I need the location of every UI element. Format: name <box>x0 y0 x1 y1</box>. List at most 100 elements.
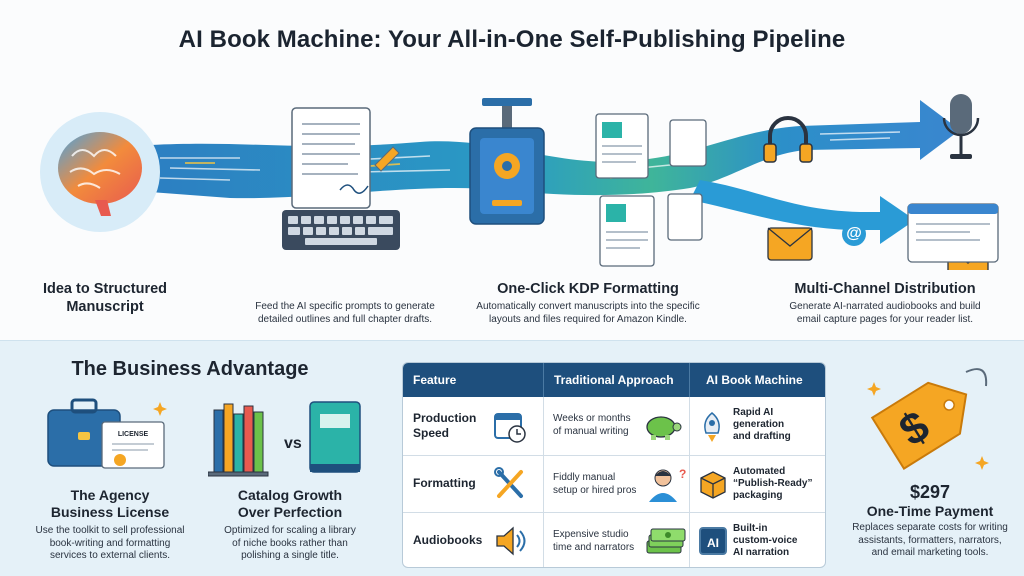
formatted-pages-icon <box>595 113 707 267</box>
kdp-press-icon <box>469 98 545 225</box>
comparison-table: Feature Traditional Approach AI Book Mac… <box>402 362 826 568</box>
price-tag-icon: $ <box>867 368 989 471</box>
step2-desc-line2: layouts and files required for Amazon Ki… <box>489 314 687 325</box>
brain-icon <box>40 112 160 232</box>
feature-line: Speed <box>413 426 450 440</box>
briefcase-license-icon: LICENSE <box>47 398 167 469</box>
step1-desc-line1: Feed the AI specific prompts to generate <box>255 301 435 312</box>
ai-cell: Automated “Publish-Ready” packaging <box>733 466 812 502</box>
agency-license-title: The Agency Business License <box>20 487 200 521</box>
step1-title: Idea to Structured Manuscript <box>20 280 190 316</box>
catalog-desc-line3: polishing a single title. <box>241 550 339 561</box>
speaker-icon <box>496 526 526 556</box>
turtle-icon <box>646 416 682 440</box>
table-row: Production Speed Weeks or months of manu… <box>403 397 825 455</box>
header-traditional: Traditional Approach <box>543 363 689 397</box>
ai-cell: Rapid AI generation and drafting <box>733 407 791 443</box>
catalog-desc-line1: Optimized for scaling a library <box>224 525 356 536</box>
landing-page-icon <box>907 203 999 263</box>
email-at-icon: @ <box>842 222 866 246</box>
step1-title-line2: Manuscript <box>66 299 144 315</box>
advantage-heading: The Business Advantage <box>71 358 309 380</box>
wrench-screwdriver-icon <box>494 467 523 498</box>
confused-person-icon: ? <box>649 467 686 502</box>
ai-line: Rapid AI <box>733 407 774 418</box>
step3-desc-line2: email capture pages for your reader list… <box>796 314 974 325</box>
traditional-cell: Fiddly manual setup or hired pros <box>553 472 636 497</box>
microphone-icon <box>942 94 980 159</box>
agency-title-line1: The Agency <box>70 487 150 503</box>
feature-cell: Formatting <box>413 476 476 490</box>
ai-line: custom-voice <box>733 535 798 546</box>
catalog-title-line2: Over Perfection <box>237 504 343 520</box>
ai-line: Automated <box>733 466 786 477</box>
column-divider <box>543 397 544 567</box>
price-desc-line3: and email marketing tools. <box>871 547 989 558</box>
header-feature: Feature <box>413 373 457 387</box>
ai-line: and drafting <box>733 431 791 442</box>
ai-line: packaging <box>733 490 783 501</box>
price-label: One-Time Payment <box>866 503 994 519</box>
step2-desc-line1: Automatically convert manuscripts into t… <box>476 301 700 312</box>
step3-desc: Generate AI-narrated audiobooks and buil… <box>760 300 1010 326</box>
column-divider <box>689 397 690 567</box>
ai-chip-icon: AI <box>699 527 727 555</box>
feature-line: Production <box>413 411 477 425</box>
traditional-line: Fiddly manual <box>553 472 616 483</box>
traditional-line: time and narrators <box>553 541 635 553</box>
step2-desc: Automatically convert manuscripts into t… <box>458 300 718 326</box>
svg-text:?: ? <box>679 467 686 481</box>
page-title: AI Book Machine: Your All-in-One Self-Pu… <box>178 26 846 53</box>
price-desc-line2: assistants, formatters, narrators, <box>858 534 1002 546</box>
price-desc-line1: Replaces separate costs for writing <box>852 522 1008 533</box>
manuscript-icon <box>291 107 400 209</box>
step1-title-line1: Idea to Structured <box>42 281 168 297</box>
step1-desc-line2: detailed outlines and full chapter draft… <box>258 314 432 325</box>
books-stack-icon <box>208 403 269 477</box>
traditional-line: setup or hired pros <box>553 484 637 496</box>
ai-cell: Built-in custom-voice AI narration <box>733 523 797 559</box>
svg-text:LICENSE: LICENSE <box>118 431 149 438</box>
main-pipe <box>150 100 960 199</box>
books-vs-book-icon: vs <box>208 401 361 477</box>
step3-desc-line1: Generate AI-narrated audiobooks and buil… <box>789 301 981 312</box>
price-value: $297 <box>909 482 951 502</box>
keyboard-icon <box>282 210 400 250</box>
rocket-icon <box>704 412 720 442</box>
ai-line: AI narration <box>733 547 790 558</box>
ai-line: Built-in <box>733 523 768 534</box>
catalog-growth-desc: Optimized for scaling a library of niche… <box>200 525 380 563</box>
pipeline-illustration <box>40 94 999 270</box>
table-row: Formatting Fiddly manual setup or hired … <box>403 455 825 512</box>
single-book-icon <box>309 401 361 473</box>
data-pipe <box>150 100 960 244</box>
headphones-icon <box>763 116 813 163</box>
feature-cell: Production Speed <box>413 411 476 441</box>
certificate-icon <box>101 421 165 469</box>
header-ai-book-machine: AI Book Machine <box>689 363 825 397</box>
ai-line: “Publish-Ready” <box>733 478 813 489</box>
table-row: Audiobooks Expensive studio time and nar… <box>403 512 825 567</box>
catalog-desc-line2: of niche books rather than <box>232 537 348 549</box>
agency-title-line2: Business License <box>50 504 170 520</box>
calendar-clock-icon <box>494 413 526 443</box>
package-box-icon <box>700 471 726 499</box>
step1-desc: Feed the AI specific prompts to generate… <box>220 300 470 326</box>
price-desc: Replaces separate costs for writing assi… <box>835 522 1024 560</box>
traditional-cell: Expensive studio time and narrators <box>553 529 634 554</box>
step3-title: Multi-Channel Distribution <box>794 281 976 297</box>
agency-license-desc: Use the toolkit to sell professional boo… <box>15 525 205 563</box>
catalog-growth-title: Catalog Growth Over Perfection <box>200 487 380 521</box>
catalog-title-line1: Catalog Growth <box>237 487 343 503</box>
agency-desc-line2: book-writing and formatting <box>49 537 171 549</box>
traditional-cell: Weeks or months of manual writing <box>553 413 631 438</box>
ai-line: generation <box>733 419 785 430</box>
table-header: Feature Traditional Approach AI Book Mac… <box>403 363 825 397</box>
step2-title: One-Click KDP Formatting <box>497 281 679 297</box>
traditional-line: of manual writing <box>553 425 629 437</box>
agency-desc-line1: Use the toolkit to sell professional <box>35 525 185 536</box>
feature-cell: Audiobooks <box>413 533 483 547</box>
svg-text:vs: vs <box>284 435 302 452</box>
traditional-line: Expensive studio <box>553 529 629 540</box>
agency-desc-line3: services to external clients. <box>49 550 171 561</box>
